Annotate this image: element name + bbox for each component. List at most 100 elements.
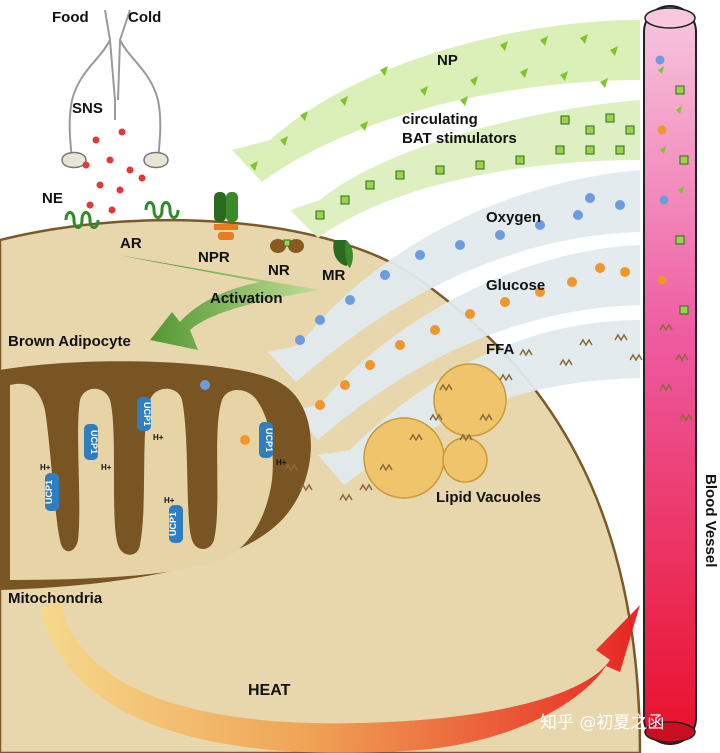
nr-label: NR xyxy=(268,262,290,279)
glucose-dot xyxy=(465,309,475,319)
svg-text:H+: H+ xyxy=(276,458,287,467)
npr-receptor xyxy=(214,192,238,240)
vessel-particle xyxy=(658,66,664,74)
activation-arrow xyxy=(118,255,320,350)
ne-dot xyxy=(126,166,134,174)
ne-dot xyxy=(82,161,90,169)
ffa-squiggle xyxy=(284,463,298,472)
np-molecules xyxy=(250,34,618,171)
ne-dot xyxy=(116,186,124,194)
glucose-dot xyxy=(430,325,440,335)
sns-terminals xyxy=(61,151,169,169)
svg-text:UCP1: UCP1 xyxy=(264,428,274,452)
ffa-squiggle xyxy=(409,433,423,442)
oxygen-dot xyxy=(415,250,425,260)
np-mark xyxy=(610,46,618,56)
mitochondria-label: Mitochondria xyxy=(8,590,103,607)
np-mark xyxy=(520,68,528,78)
ffa-squiggle xyxy=(614,333,628,342)
ffa-squiggle xyxy=(379,463,393,472)
np-mark xyxy=(500,41,508,51)
bat-stimulators-label-line2: BAT stimulators xyxy=(402,130,517,147)
svg-text:UCP1: UCP1 xyxy=(89,430,99,454)
bat-stimulator-molecules xyxy=(315,113,635,220)
np-mark xyxy=(470,76,478,86)
glucose-band xyxy=(292,245,640,440)
bat-stimulator-mark xyxy=(515,155,525,165)
heat-label: HEAT xyxy=(248,682,291,699)
vessel-particle xyxy=(660,146,666,154)
np-mark xyxy=(560,71,568,81)
ffa-squiggle xyxy=(479,413,493,422)
glucose-dot xyxy=(365,360,375,370)
oxygen-dot xyxy=(295,335,305,345)
vessel-particle xyxy=(657,275,667,285)
np-mark xyxy=(580,34,588,44)
np-band xyxy=(232,20,640,182)
np-mark xyxy=(460,96,468,106)
ffa-squiggle xyxy=(359,483,373,492)
glucose-dot xyxy=(340,380,350,390)
bat-stimulator-mark xyxy=(365,180,375,190)
vessel-particle xyxy=(659,323,673,332)
bat-stimulator-mark xyxy=(395,170,405,180)
bat-stimulator-mark xyxy=(475,160,485,170)
lipid-vacuoles-label: Lipid Vacuoles xyxy=(436,489,541,506)
ne-dot xyxy=(96,181,104,189)
oxygen-dot xyxy=(315,315,325,325)
bat-stimulator-mark xyxy=(555,145,565,155)
vessel-particle xyxy=(679,305,689,315)
ucp1-protein: UCP1 xyxy=(168,505,183,543)
bat-stimulator-mark xyxy=(585,125,595,135)
glucose-dot xyxy=(535,287,545,297)
svg-text:UCP1: UCP1 xyxy=(142,402,152,426)
ar-receptor xyxy=(64,201,180,229)
mr-receptor xyxy=(333,240,353,268)
npr-label: NPR xyxy=(198,249,230,266)
sns-nerve xyxy=(68,9,162,161)
oxygen-dot xyxy=(615,200,625,210)
ffa-squiggle xyxy=(339,493,353,502)
ucp1-protein: UCP1 xyxy=(259,422,274,458)
oxygen-dot xyxy=(495,230,505,240)
ffa-squiggle xyxy=(299,483,313,492)
oxygen-dot xyxy=(200,380,210,390)
np-mark xyxy=(360,121,368,131)
vessel-particle xyxy=(676,106,682,114)
heat-arrow xyxy=(40,600,640,753)
vessel-particle xyxy=(657,125,667,135)
bat-stimulators-band xyxy=(290,100,640,238)
ffa-squiggle xyxy=(559,358,573,367)
glucose-label: Glucose xyxy=(486,277,545,294)
vessel-particle xyxy=(655,55,665,65)
glucose-molecules xyxy=(240,263,630,445)
vessel-particle xyxy=(679,413,693,422)
glucose-dot xyxy=(595,263,605,273)
lipid-vacuoles xyxy=(363,363,507,499)
ne-dot xyxy=(108,206,116,214)
brown-adipocyte-label: Brown Adipocyte xyxy=(8,333,131,350)
np-mark xyxy=(280,136,288,146)
ffa-squiggle xyxy=(439,383,453,392)
bat-stimulator-mark xyxy=(585,145,595,155)
nr-receptor xyxy=(270,239,304,253)
bat-stimulators-label-line1: circulating xyxy=(402,111,478,128)
bat-stimulator-mark xyxy=(340,195,350,205)
ffa-squiggle xyxy=(429,413,443,422)
np-mark xyxy=(420,86,428,96)
sns-label: SNS xyxy=(72,100,103,117)
vessel-particle xyxy=(678,186,684,194)
glucose-dot xyxy=(240,435,250,445)
oxygen-dot xyxy=(345,295,355,305)
glucose-dot xyxy=(315,400,325,410)
blood-vessel-label: Blood Vessel xyxy=(702,474,719,567)
ffa-squiggle xyxy=(519,348,533,357)
svg-text:H+: H+ xyxy=(153,433,164,442)
svg-text:H+: H+ xyxy=(40,463,51,472)
oxygen-dot xyxy=(380,270,390,280)
bat-stimulator-mark xyxy=(605,113,615,123)
np-mark xyxy=(340,96,348,106)
ne-dot xyxy=(92,136,100,144)
ne-dot xyxy=(86,201,94,209)
oxygen-dot xyxy=(535,220,545,230)
